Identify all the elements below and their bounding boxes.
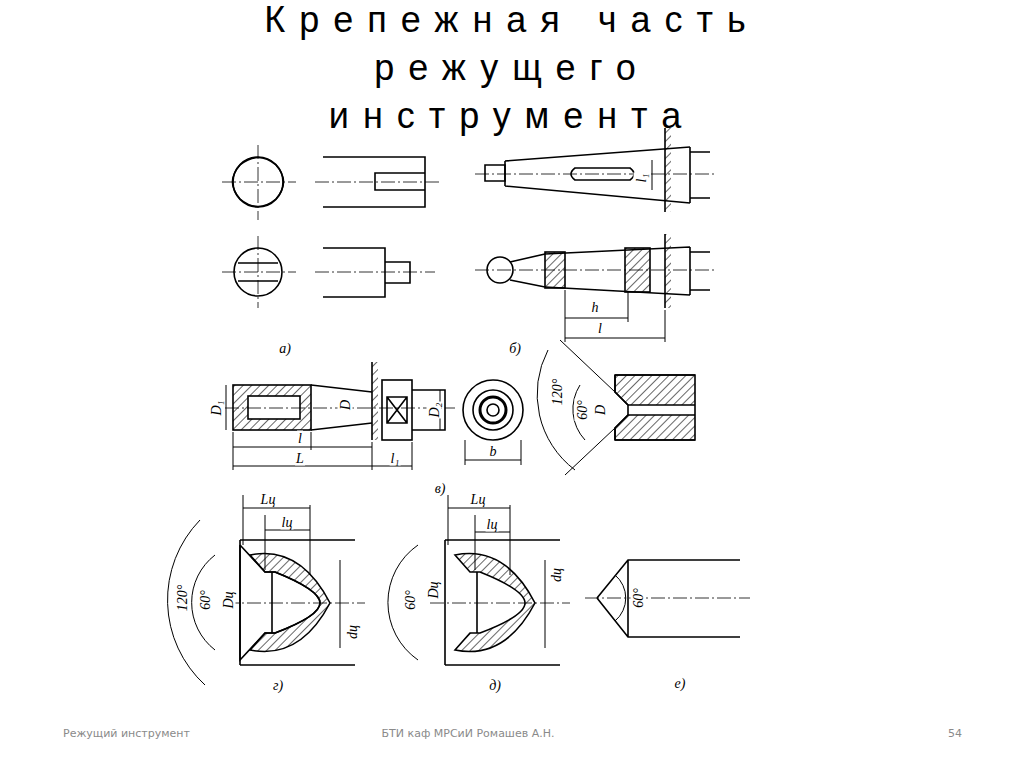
dimension-label: dц	[345, 624, 360, 640]
dimension-label: l	[297, 431, 303, 446]
dimension-label: h	[591, 300, 600, 315]
dimension-label: 60°	[403, 589, 418, 611]
dimension-label: 120°	[550, 378, 565, 407]
dimension-label: Lц	[260, 492, 277, 507]
dimension-label: b	[489, 444, 498, 459]
dimension-label: D₁	[209, 400, 224, 417]
dimension-label: Dц	[426, 580, 441, 599]
dimension-label: l	[597, 321, 603, 336]
dimension-label: l₁	[634, 173, 649, 184]
dimension-label: l₁	[390, 451, 401, 466]
footer-text: 54	[947, 726, 963, 741]
dimension-label: 60°	[631, 587, 646, 609]
figure-letter: а)	[278, 341, 292, 356]
dimension-label: lц	[486, 517, 499, 532]
figure-letter: б)	[508, 341, 522, 356]
dimension-label: 60°	[198, 589, 213, 611]
dimension-label: D	[593, 404, 608, 416]
dimension-label: Dц	[221, 590, 236, 609]
footer-text: БТИ каф МРСиИ Ромашев А.Н.	[381, 726, 556, 741]
dimension-label: D₂	[427, 402, 442, 419]
figure-letter: е)	[674, 676, 687, 691]
footer-text: Режущий инструмент	[62, 726, 191, 741]
slide-title: Крепежная часть режущего инструмента	[200, 0, 824, 140]
dimension-label: L	[295, 451, 305, 466]
dimension-label: 60°	[575, 399, 590, 421]
dimension-label: lц	[281, 515, 294, 530]
dimension-label: D	[338, 399, 353, 411]
dimension-label: 120°	[175, 584, 190, 613]
dimension-label: dц	[549, 567, 564, 583]
dimension-label: Lц	[470, 492, 487, 507]
figure-letter: д)	[488, 678, 502, 693]
figure-letter: в)	[434, 481, 447, 496]
figure-letter: г)	[272, 678, 284, 693]
